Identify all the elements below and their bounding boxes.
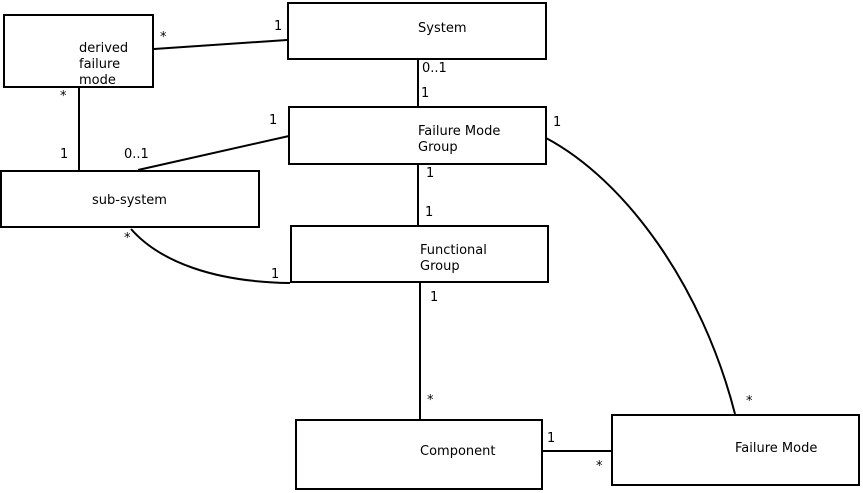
entity-label-system: System [418, 21, 467, 36]
entity-label-failure-mode-group: Failure Mode Group [418, 124, 501, 155]
mult-derived-end-system-line: * [160, 30, 167, 45]
mult-component-end-fg-line: * [427, 393, 434, 408]
connector-system-derived-failure-mode [153, 39, 288, 50]
entity-label-failure-mode: Failure Mode [735, 441, 818, 456]
entity-label-component: Component [420, 444, 496, 459]
mult-fg-end-fmg-line: 1 [425, 205, 434, 220]
entity-label-sub-system: sub-system [92, 193, 167, 208]
entity-system: System [287, 2, 547, 60]
mult-subsystem-end-fmg-line: 0..1 [124, 147, 149, 162]
mult-system-end-derived-line: 1 [274, 19, 283, 34]
entity-failure-mode: Failure Mode [611, 414, 860, 486]
mult-fmg-end-failuremode-curve: 1 [553, 115, 562, 130]
mult-fg-end-subsystem-curve: 1 [271, 267, 280, 282]
entity-failure-mode-group: Failure Mode Group [288, 106, 547, 165]
mult-subsystem-end-fg-curve: * [124, 231, 131, 246]
mult-failuremode-end-component-line: * [596, 459, 603, 474]
mult-fmg-end-fg-line: 1 [426, 166, 435, 181]
entity-functional-group: Functional Group [290, 225, 549, 283]
entity-label-functional-group: Functional Group [420, 243, 487, 274]
mult-system-end-fmg-line: 0..1 [422, 61, 447, 76]
connector-failure-mode-group-failure-mode [545, 137, 736, 415]
entity-derived-failure-mode: derived failure mode [3, 14, 154, 88]
mult-component-end-failuremode-line: 1 [547, 431, 556, 446]
mult-fg-end-component-line: 1 [430, 290, 439, 305]
entity-component: Component [295, 419, 543, 490]
mult-failuremode-end-fmg-curve: * [746, 394, 753, 409]
connector-failure-mode-group-sub-system [137, 135, 290, 171]
mult-subsystem-end-derived-line: 1 [60, 147, 69, 162]
connector-sub-system-functional-group [130, 228, 291, 284]
mult-derived-end-subsystem-line: * [60, 89, 67, 104]
mult-fmg-end-system-line: 1 [421, 86, 430, 101]
entity-label-derived-failure-mode: derived failure mode [79, 41, 129, 88]
mult-fmg-end-subsystem-line: 1 [269, 113, 278, 128]
entity-sub-system: sub-system [0, 170, 260, 228]
